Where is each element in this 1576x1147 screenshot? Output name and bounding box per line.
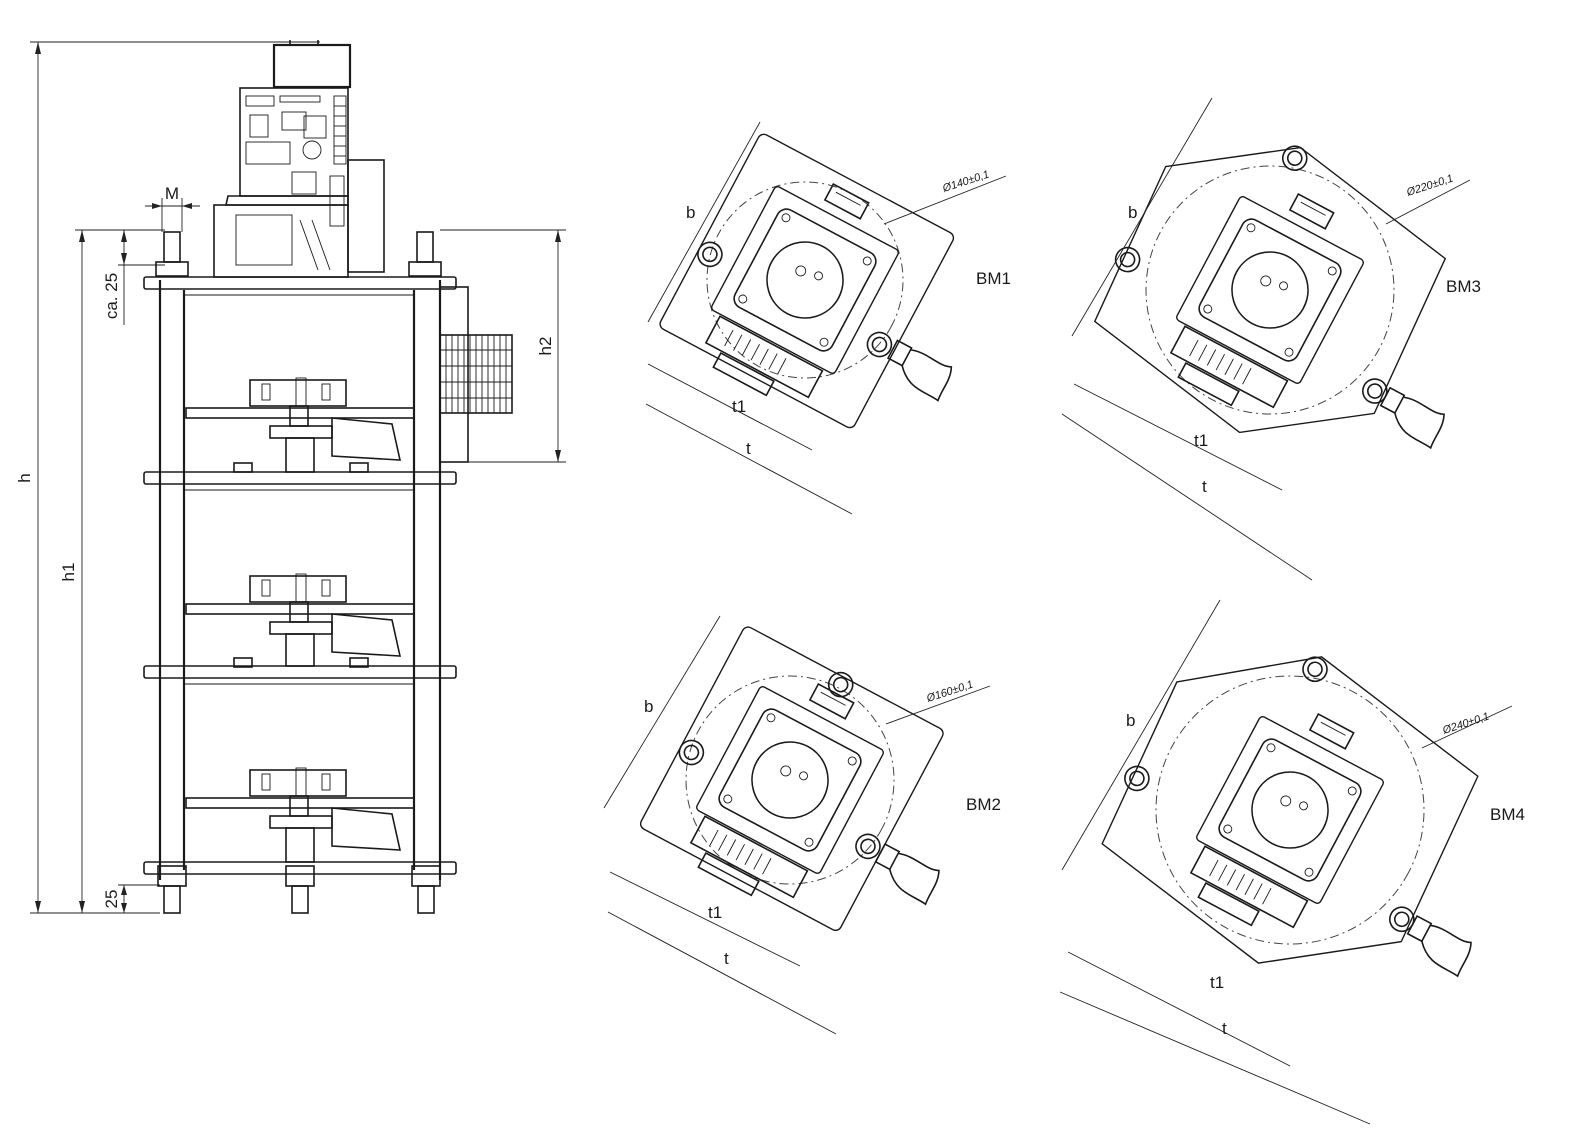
- dim-25-label: 25: [102, 890, 121, 909]
- module-bm3: [1093, 141, 1449, 449]
- dimension-m: M: [145, 184, 200, 232]
- side-view: h h1 ca. 25 25: [15, 40, 566, 914]
- bm1-diameter: Ø140±0,1: [940, 169, 991, 196]
- bm3-diameter: Ø220±0,1: [1404, 173, 1455, 200]
- dimension-h1: h1: [59, 229, 165, 913]
- dimension-25: 25: [102, 884, 160, 913]
- dimension-h: h: [15, 41, 320, 914]
- tie-rods: [155, 231, 442, 914]
- dim-ca25-label: ca. 25: [102, 273, 121, 319]
- dim-h1-label: h1: [59, 563, 78, 582]
- dimension-h2: h2: [440, 229, 566, 463]
- stage-2: [185, 573, 415, 667]
- bm3-b-label: b: [1128, 203, 1137, 222]
- bm4-label: BM4: [1490, 805, 1525, 824]
- bm2-label: BM2: [966, 795, 1001, 814]
- ribbon-connector: [439, 286, 513, 463]
- module-bm1: [659, 133, 956, 429]
- bm1-t-label: t: [746, 439, 751, 458]
- bm4-t-label: t: [1222, 1019, 1227, 1038]
- bm4-b-label: b: [1126, 711, 1135, 730]
- bm1-t1-label: t1: [732, 397, 746, 416]
- bm2-b-label: b: [644, 697, 653, 716]
- bm1-label: BM1: [976, 269, 1011, 288]
- terminal-block: [334, 105, 346, 157]
- bm4-diameter: Ø240±0,1: [1440, 711, 1491, 738]
- module-bm2: [639, 626, 944, 931]
- stage-3: [185, 767, 415, 863]
- bm2-t1-label: t1: [708, 903, 722, 922]
- drive-unit: [213, 40, 385, 278]
- bm3-label: BM3: [1446, 277, 1481, 296]
- module-bm4: [1101, 652, 1479, 977]
- bm3-t1-label: t1: [1194, 431, 1208, 450]
- frame: [143, 276, 457, 880]
- bm4-t1-label: t1: [1210, 973, 1224, 992]
- bm1-b-label: b: [686, 203, 695, 222]
- bm3-t-label: t: [1202, 477, 1207, 496]
- dim-h2-label: h2: [536, 337, 555, 356]
- bm2-t-label: t: [724, 949, 729, 968]
- dimension-ca25: ca. 25: [102, 230, 165, 325]
- dim-m-label: M: [165, 184, 179, 203]
- stage-1: [185, 377, 415, 473]
- dim-h-label: h: [15, 473, 34, 482]
